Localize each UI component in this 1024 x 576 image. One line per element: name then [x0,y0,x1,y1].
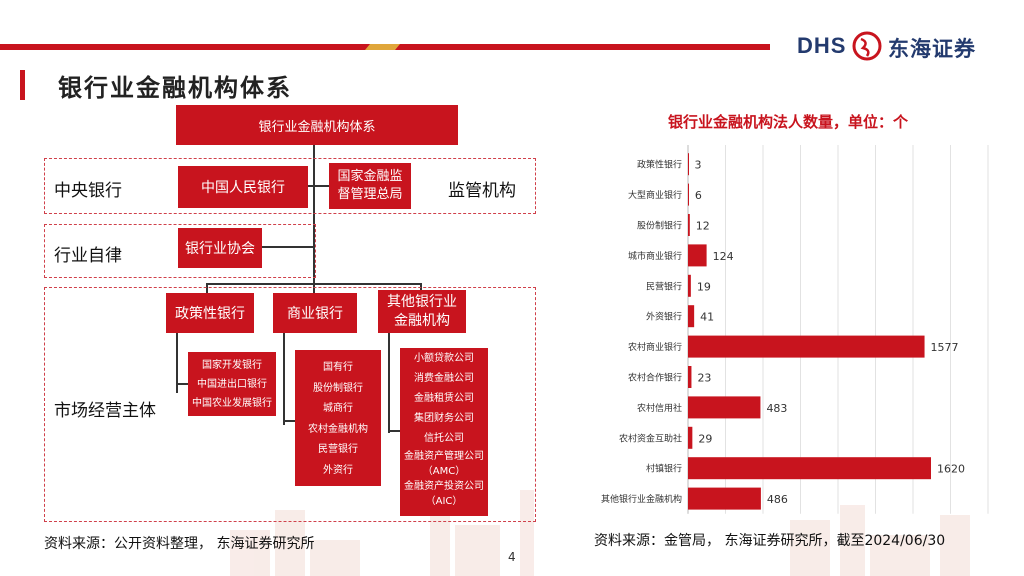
chart-title: 银行业金融机构法人数量，单位：个 [668,111,908,132]
node-other-label-2: 金融机构 [394,312,450,331]
brand-dragon-icon [851,30,883,62]
list-item: （AIC） [400,494,488,509]
category-label: 农村信用社 [637,402,682,414]
root-node: 银行业金融机构体系 [176,105,458,145]
list-commercial-banks: 国有行 股份制银行 城商行 农村金融机构 民营银行 外资行 [295,350,381,486]
node-other-label-1: 其他银行业 [387,293,457,312]
data-label: 41 [700,311,714,324]
node-other-institutions: 其他银行业 金融机构 [378,290,466,333]
node-policy-bank-label: 政策性银行 [175,303,245,323]
bar-chart: 政策性银行 3 大型商业银行 6 股份制银行 12 城市商业银行 124 民营银行 19 外资银行 4… [586,145,996,515]
data-label: 3 [694,159,701,172]
list-item: 信托公司 [400,429,488,449]
node-association: 银行业协会 [178,228,262,268]
bar [688,244,707,266]
bar [688,396,760,418]
data-label: 19 [697,280,711,293]
data-label: 29 [698,432,712,445]
bar [688,275,691,297]
list-item: 金融资产投资公司 [400,479,488,494]
list-policy-banks: 国家开发银行 中国进出口银行 中国农业发展银行 [188,352,276,416]
list-item: 中国进出口银行 [188,375,276,394]
bar [688,336,925,358]
bar [688,153,689,175]
list-item: 小额贷款公司 [400,349,488,369]
data-label: 1577 [931,341,959,354]
data-label: 124 [713,250,734,263]
node-policy-bank: 政策性银行 [166,293,254,333]
category-label: 村镇银行 [646,463,682,475]
category-self-regulation: 行业自律 [54,241,122,266]
bar [688,214,690,236]
bar [688,184,689,206]
category-label: 外资银行 [646,311,682,323]
bar [688,488,761,510]
data-label: 486 [767,493,788,506]
data-label: 12 [696,220,710,233]
list-item: 金融资产管理公司 [400,449,488,464]
category-label: 股份制银行 [637,220,682,232]
category-label: 民营银行 [646,280,682,292]
list-item: 城商行 [295,399,381,420]
page-title: 银行业金融机构体系 [58,68,292,103]
data-label: 6 [695,189,702,202]
node-association-label: 银行业协会 [185,238,255,258]
bar [688,305,694,327]
data-label: 1620 [937,463,965,476]
brand-chinese-logo: 东海证券 [888,33,976,63]
brand-latin-logo: DHS [797,33,846,59]
category-label: 农村商业银行 [628,341,682,353]
list-item: 股份制银行 [295,379,381,400]
category-label: 城市商业银行 [628,250,682,262]
list-item: 民营银行 [295,440,381,461]
list-item: 消费金融公司 [400,369,488,389]
node-nfra: 国家金融监 督管理总局 [329,163,411,209]
list-item: 集团财务公司 [400,409,488,429]
list-item: （AMC） [400,464,488,479]
bar [688,427,692,449]
list-item: 农村金融机构 [295,420,381,441]
node-pboc-label: 中国人民银行 [201,177,285,197]
category-regulator: 监管机构 [448,176,516,201]
source-note-left: 资料来源：公开资料整理， 东海证券研究所 [44,533,314,553]
data-label: 483 [766,402,787,415]
node-commercial-bank-label: 商业银行 [287,303,343,323]
category-label: 其他银行业金融机构 [601,493,682,505]
page-number: 4 [508,550,516,564]
category-label: 大型商业银行 [628,189,682,201]
node-nfra-label-1: 国家金融监 [337,168,402,186]
category-label: 农村资金互助社 [619,432,682,444]
node-pboc: 中国人民银行 [178,166,308,208]
list-item: 国家开发银行 [188,356,276,375]
category-central-bank: 中央银行 [54,176,122,201]
list-item: 外资行 [295,461,381,482]
node-nfra-label-2: 督管理总局 [337,186,402,204]
data-label: 23 [697,372,711,385]
list-item: 国有行 [295,358,381,379]
title-accent-bar [20,70,25,100]
bar [688,366,691,388]
list-item: 金融租赁公司 [400,389,488,409]
list-item: 中国农业发展银行 [188,394,276,413]
category-label: 政策性银行 [637,159,682,171]
bar [688,457,931,479]
root-node-label: 银行业金融机构体系 [258,116,375,135]
category-market-entities: 市场经营主体 [54,396,156,421]
category-label: 农村合作银行 [628,372,682,384]
list-other-institutions: 小额贷款公司 消费金融公司 金融租赁公司 集团财务公司 信托公司 金融资产管理公… [400,348,488,516]
node-commercial-bank: 商业银行 [273,293,357,333]
header-stripe [0,44,770,50]
source-note-right: 资料来源：金管局， 东海证券研究所，截至2024/06/30 [594,530,945,550]
